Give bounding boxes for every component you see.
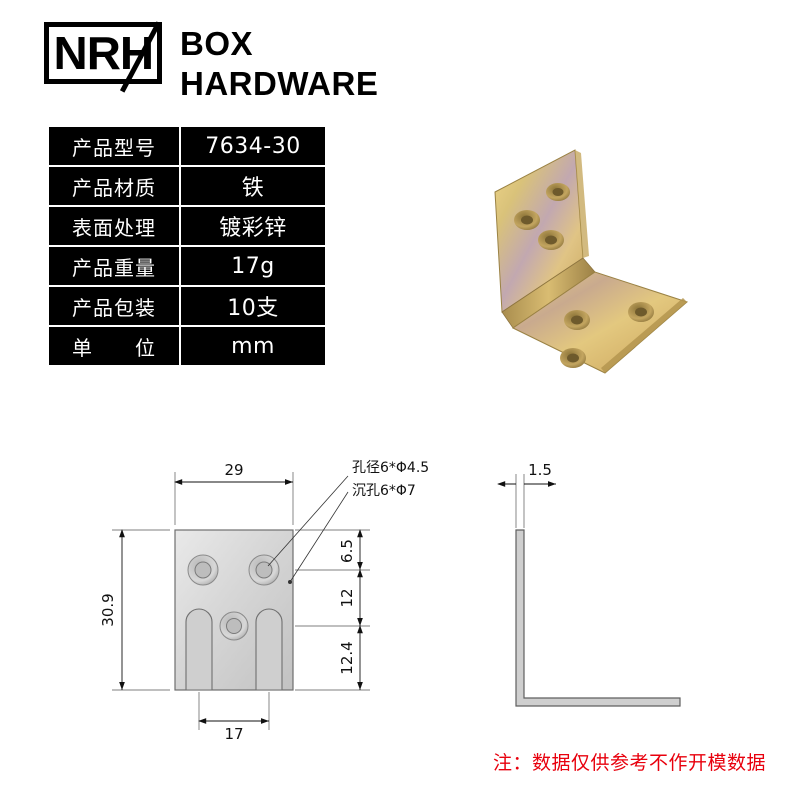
technical-drawing: 29 30.9 17 6.5 12 12.4 孔径6*Φ4.5 沉孔6*Φ7 xyxy=(99,460,681,743)
disclaimer-note: 注：数据仅供参考不作开模数据 xyxy=(492,752,766,774)
product-horizontal-wing xyxy=(512,271,688,374)
table-row: 产品包装 10支 xyxy=(49,285,325,327)
table-row: 产品型号 7634-30 xyxy=(49,127,325,167)
callout-hole-diameter: 孔径6*Φ4.5 xyxy=(352,460,429,476)
callout-countersink: 沉孔6*Φ7 xyxy=(352,483,416,499)
product-vertical-wing xyxy=(494,149,584,313)
dim-front-right-3: 12.4 xyxy=(338,641,356,674)
spec-label: 产品型号 xyxy=(49,127,181,167)
logo-wordmark: BOX HARDWARE xyxy=(180,24,378,105)
logo-word-line-1: BOX xyxy=(180,25,254,62)
spec-label: 单 位 xyxy=(49,325,181,365)
dim-front-width: 29 xyxy=(224,461,243,479)
product-photo xyxy=(494,149,688,374)
brand-logo: NRH BOX HARDWARE xyxy=(44,21,378,105)
spec-label: 产品包装 xyxy=(49,285,181,327)
spec-label: 产品材质 xyxy=(49,165,181,207)
dim-front-height: 30.9 xyxy=(99,593,117,626)
dim-side-thickness: 1.5 xyxy=(528,461,552,479)
side-view: 1.5 xyxy=(497,461,681,707)
table-row: 产品材质 铁 xyxy=(49,165,325,207)
dim-front-right-2: 12 xyxy=(338,588,356,607)
logo-mark: NRH xyxy=(44,21,162,93)
spec-value: 10支 xyxy=(179,285,325,327)
spec-value: 17g xyxy=(179,245,325,287)
table-row: 表面处理 镀彩锌 xyxy=(49,205,325,247)
spec-label: 产品重量 xyxy=(49,245,181,287)
dim-front-right-1: 6.5 xyxy=(338,539,356,563)
table-row: 产品重量 17g xyxy=(49,245,325,287)
logo-mark-text: NRH xyxy=(53,27,154,79)
front-view: 29 30.9 17 6.5 12 12.4 孔径6*Φ4.5 沉孔6*Φ7 xyxy=(99,460,429,743)
product-spec-table: 产品型号 7634-30 产品材质 铁 表面处理 镀彩锌 产品重量 17g 产品… xyxy=(49,127,325,365)
dim-front-bottom: 17 xyxy=(224,725,243,743)
table-row: 单 位 mm xyxy=(49,325,325,365)
spec-value: 镀彩锌 xyxy=(179,205,325,247)
spec-value: 7634-30 xyxy=(179,127,325,167)
logo-word-line-2: HARDWARE xyxy=(180,65,379,103)
spec-value: mm xyxy=(179,325,325,365)
spec-value: 铁 xyxy=(179,165,325,207)
spec-label: 表面处理 xyxy=(49,205,181,247)
